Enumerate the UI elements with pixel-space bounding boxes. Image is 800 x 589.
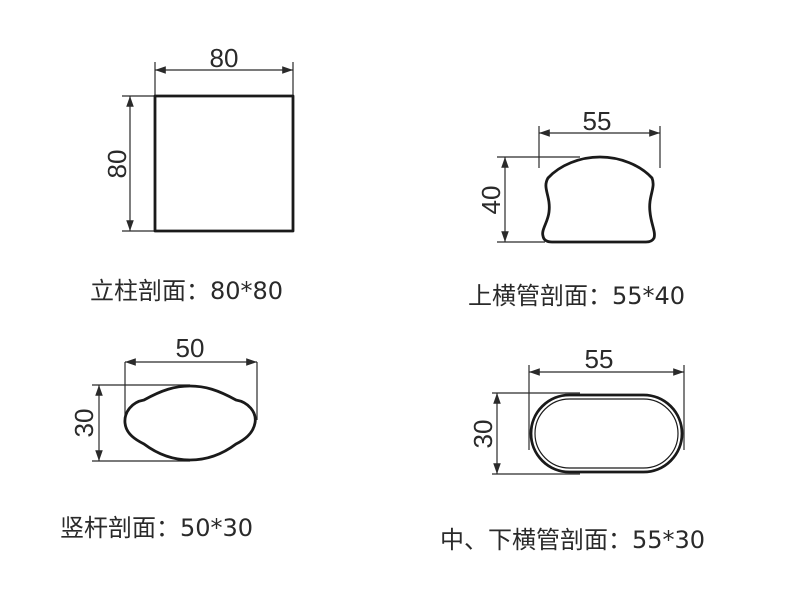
mid-rail-profile-inner-wall [534,398,679,469]
baluster-profile-outline [123,384,257,462]
top-rail-profile-outline [541,155,656,244]
post-width-label: 80 [210,43,239,73]
top-rail-width-label: 55 [583,106,612,136]
mid-bottom-rail-section: 55 30 中、下横管剖面：55*30 [440,344,705,554]
post-height-label: 80 [102,150,132,179]
baluster-height-label: 30 [69,409,99,438]
top-rail-caption: 上横管剖面：55*40 [468,282,685,310]
mid-rail-width-label: 55 [585,344,614,374]
top-rail-section: 55 40 上横管剖面：55*40 [468,106,685,310]
baluster-width-label: 50 [176,333,205,363]
mid-rail-profile-outline [529,393,684,474]
post-caption: 立柱剖面：80*80 [90,277,283,305]
mid-bottom-rail-caption: 中、下横管剖面：55*30 [440,526,705,554]
post-section: 80 80 立柱剖面：80*80 [90,43,295,305]
mid-rail-height-label: 30 [468,420,498,449]
baluster-caption: 竖杆剖面：50*30 [60,514,253,542]
baluster-section: 50 30 竖杆剖面：50*30 [60,333,258,542]
top-rail-height-label: 40 [476,186,506,215]
post-profile-outline [153,94,295,233]
